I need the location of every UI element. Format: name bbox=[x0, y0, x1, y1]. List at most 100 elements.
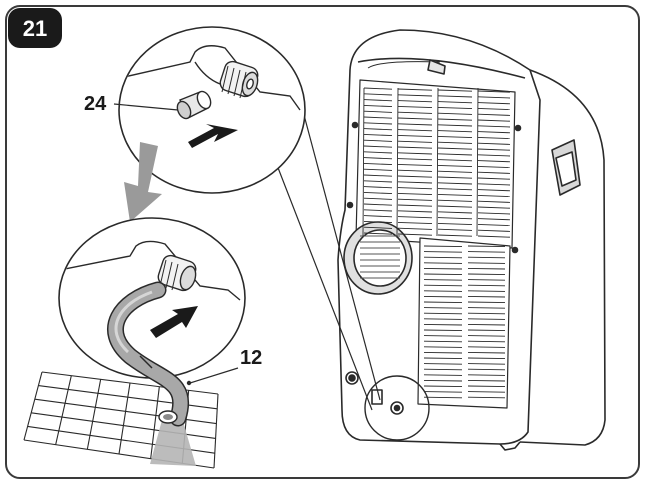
slat-line bbox=[437, 89, 473, 92]
slat-line bbox=[437, 141, 473, 144]
duct-grille bbox=[360, 235, 400, 279]
slat-line bbox=[363, 197, 393, 200]
slat-line bbox=[477, 102, 511, 105]
slat-line bbox=[363, 122, 393, 125]
slat-line bbox=[118, 382, 131, 455]
slat-line bbox=[423, 357, 463, 360]
slat-line bbox=[437, 130, 473, 133]
slat-line bbox=[423, 335, 463, 337]
slat-line bbox=[397, 233, 433, 236]
slat-line bbox=[23, 371, 43, 441]
slat-line bbox=[397, 192, 433, 196]
slat-line bbox=[437, 106, 473, 110]
slat-line bbox=[423, 346, 463, 348]
slat-line bbox=[467, 346, 506, 348]
slat-line bbox=[437, 193, 473, 197]
slat-line bbox=[423, 273, 463, 276]
slat-line bbox=[423, 245, 463, 248]
slat-line bbox=[467, 318, 506, 320]
slat-line bbox=[397, 198, 433, 201]
slat-line bbox=[437, 147, 473, 150]
slat-line bbox=[437, 135, 473, 139]
slat-line bbox=[436, 87, 439, 237]
slat-line bbox=[437, 170, 473, 173]
callout-label-24: 24 bbox=[84, 93, 107, 115]
slat-line bbox=[437, 101, 473, 104]
slat-line bbox=[363, 215, 393, 218]
slat-line bbox=[423, 351, 463, 354]
water-stream bbox=[150, 418, 196, 466]
slat-line bbox=[467, 256, 506, 259]
slat-line bbox=[423, 379, 463, 382]
slat-line bbox=[363, 99, 393, 102]
slat-line bbox=[467, 396, 506, 399]
slat-line bbox=[437, 217, 473, 220]
slat-line bbox=[477, 206, 511, 209]
slat-line bbox=[477, 131, 511, 134]
slat-line bbox=[467, 329, 506, 332]
upper-grille bbox=[362, 87, 511, 238]
slat-line bbox=[437, 199, 473, 202]
slat-line bbox=[423, 396, 463, 399]
slat-line bbox=[477, 148, 511, 151]
slat-line bbox=[467, 251, 506, 253]
slat-line bbox=[423, 284, 463, 287]
step-badge: 21 bbox=[8, 8, 62, 48]
slat-line bbox=[437, 95, 473, 98]
slat-line bbox=[55, 375, 72, 445]
slat-line bbox=[423, 385, 463, 388]
arrow-icon bbox=[188, 124, 238, 148]
slat-line bbox=[397, 129, 433, 132]
slat-line bbox=[397, 134, 433, 138]
slat-line bbox=[363, 180, 393, 183]
slat-line bbox=[363, 151, 393, 154]
slat-line bbox=[41, 371, 219, 395]
slat-line bbox=[423, 391, 463, 393]
slat-line bbox=[477, 113, 511, 116]
slat-line bbox=[477, 200, 511, 203]
slat-line bbox=[477, 177, 511, 180]
slat-line bbox=[467, 363, 506, 365]
slat-line bbox=[467, 391, 506, 393]
slat-line bbox=[363, 87, 393, 90]
slat-line bbox=[467, 245, 506, 248]
slat-line bbox=[397, 181, 433, 184]
slat-line bbox=[476, 87, 479, 237]
slat-line bbox=[437, 112, 473, 115]
slat-line bbox=[397, 117, 433, 120]
slat-line bbox=[397, 152, 433, 155]
slat-line bbox=[397, 216, 433, 219]
slat-line bbox=[363, 128, 393, 131]
slat-line bbox=[477, 218, 511, 221]
slat-line bbox=[477, 142, 511, 145]
slat-line bbox=[397, 100, 433, 103]
slat-line bbox=[423, 329, 463, 332]
slat-line bbox=[423, 267, 463, 270]
slat-line bbox=[477, 136, 511, 140]
slat-line bbox=[363, 191, 393, 195]
slat-line bbox=[423, 312, 463, 315]
slat-line bbox=[397, 105, 433, 109]
slat-line bbox=[86, 379, 102, 450]
slat-line bbox=[363, 232, 393, 235]
slat-line bbox=[363, 168, 393, 171]
slat-line bbox=[397, 163, 433, 167]
callout-12: 12 bbox=[186, 347, 262, 386]
slat-line bbox=[363, 93, 393, 96]
slat-line bbox=[397, 140, 433, 143]
slat-line bbox=[423, 290, 463, 292]
slat-line bbox=[397, 111, 433, 114]
slat-line bbox=[363, 145, 393, 148]
slat-line bbox=[363, 209, 393, 212]
slat-line bbox=[437, 124, 473, 127]
slat-line bbox=[467, 267, 506, 270]
slat-line bbox=[437, 205, 473, 208]
slat-line bbox=[213, 393, 219, 469]
slat-line bbox=[437, 234, 473, 237]
slat-line bbox=[437, 164, 473, 168]
slat-line bbox=[477, 235, 511, 238]
callout-label-12: 12 bbox=[240, 347, 262, 369]
slat-line bbox=[477, 90, 511, 93]
slat-line bbox=[397, 227, 433, 230]
down-arrow-icon bbox=[124, 142, 162, 222]
